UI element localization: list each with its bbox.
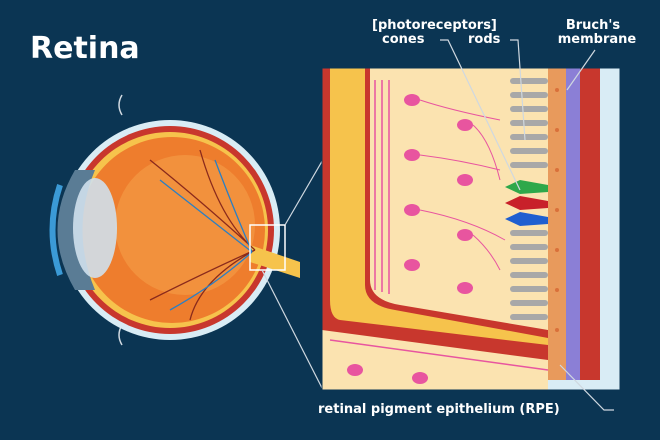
photoreceptors-label: [photoreceptors] xyxy=(372,18,497,33)
rpe-leader-line xyxy=(559,364,614,411)
eyeball-illustration xyxy=(49,69,376,389)
bruchs-membrane-label-line2: membrane xyxy=(558,32,637,47)
cones-leader-line xyxy=(440,39,521,191)
retina-cross-section xyxy=(321,67,621,391)
green-cone xyxy=(505,180,548,194)
blue-cone xyxy=(505,212,548,226)
cones-label: cones xyxy=(382,32,425,47)
bruchs-membrane-label-line1: Bruch's xyxy=(566,18,621,33)
bruchs-leader-line xyxy=(566,49,596,91)
red-cone xyxy=(505,196,548,210)
rpe-label: retinal pigment epithelium (RPE) xyxy=(318,402,560,417)
rods-leader-line xyxy=(510,39,526,141)
magnified-area-box xyxy=(249,224,286,271)
page-title: Retina xyxy=(30,31,140,66)
rods-label: rods xyxy=(468,32,501,47)
